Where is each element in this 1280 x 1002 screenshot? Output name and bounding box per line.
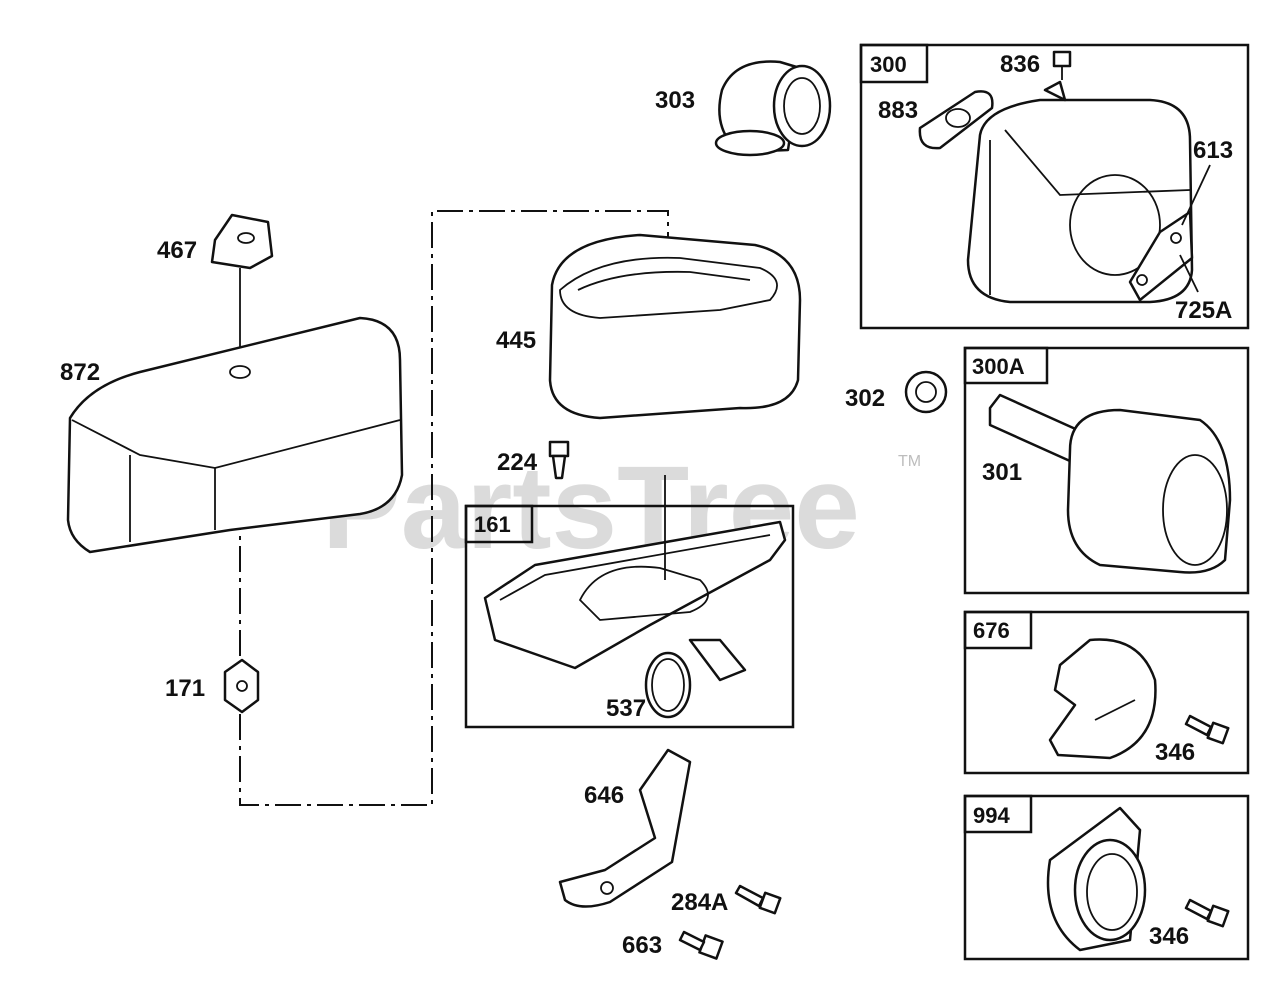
- part-161-base: [483, 475, 787, 682]
- callout-445: 445: [496, 327, 536, 354]
- watermark-trademark: TM: [898, 453, 921, 470]
- part-663-bolt: [678, 930, 724, 960]
- part-613-725A-bracket: [1128, 210, 1194, 302]
- part-346-screw-a: [1184, 714, 1230, 745]
- assembly-label-676: 676: [973, 618, 1010, 643]
- part-646-bracket: [558, 748, 692, 908]
- callout-301: 301: [982, 459, 1022, 486]
- callout-613: 613: [1193, 137, 1233, 164]
- part-467-knob: [210, 213, 274, 270]
- callout-346-b: 346: [1149, 923, 1189, 950]
- part-872-cover: [66, 316, 404, 554]
- assembly-label-161: 161: [474, 512, 511, 537]
- callout-883: 883: [878, 97, 918, 124]
- callout-171: 171: [165, 675, 205, 702]
- callout-467: 467: [157, 237, 197, 264]
- part-303-elbow: [714, 60, 832, 157]
- callout-303: 303: [655, 87, 695, 114]
- assembly-box-300: 300: [859, 43, 1250, 330]
- callout-346-a: 346: [1155, 739, 1195, 766]
- part-224-bolt: [548, 440, 570, 480]
- callout-725A: 725A: [1175, 297, 1232, 324]
- callout-663: 663: [622, 932, 662, 959]
- part-537-gasket: [644, 651, 692, 719]
- callout-537: 537: [606, 695, 646, 722]
- callout-646: 646: [584, 782, 624, 809]
- part-836-screw: [1052, 50, 1072, 80]
- part-300-muffler: [966, 80, 1194, 304]
- part-346-screw-b: [1184, 898, 1230, 928]
- callout-872: 872: [60, 359, 100, 386]
- assembly-box-994: 994: [963, 794, 1250, 961]
- assembly-label-300: 300: [870, 52, 907, 77]
- part-302-nut: [904, 370, 948, 414]
- callout-836: 836: [1000, 51, 1040, 78]
- assembly-box-161: 161: [464, 504, 795, 729]
- part-883-gasket: [918, 90, 994, 150]
- part-994-deflector: [1046, 806, 1147, 952]
- callout-284A: 284A: [671, 889, 728, 916]
- part-300A-muffler: [988, 393, 1232, 574]
- part-284A-screw: [734, 884, 782, 915]
- callout-leaders: [1179, 164, 1211, 293]
- assembly-box-300A: 300A: [963, 346, 1250, 595]
- part-676-deflector: [1048, 638, 1157, 760]
- assembly-box-676: 676: [963, 610, 1250, 775]
- assembly-label-300A: 300A: [972, 354, 1025, 379]
- part-171-grommet: [223, 658, 260, 714]
- part-445-air-filter: [548, 233, 802, 420]
- callout-224: 224: [497, 449, 538, 476]
- callout-302: 302: [845, 385, 885, 412]
- assembly-label-994: 994: [973, 803, 1010, 828]
